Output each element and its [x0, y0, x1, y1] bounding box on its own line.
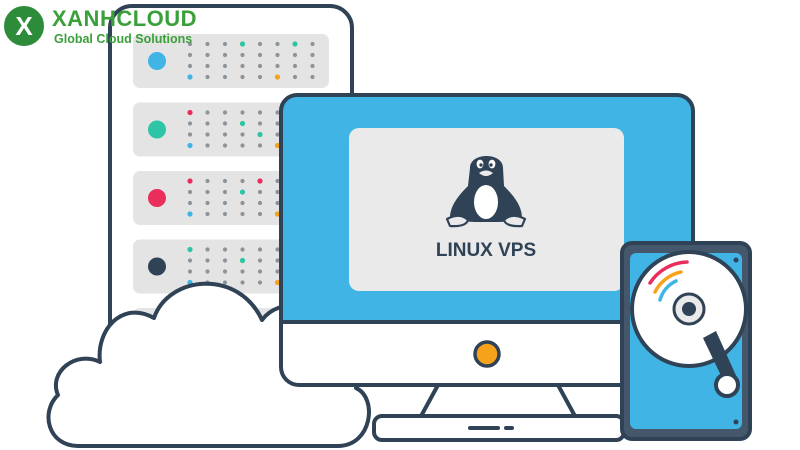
- hard-disk-icon: [620, 241, 752, 441]
- x-logo-icon: X: [2, 4, 46, 48]
- server-unit: [133, 34, 329, 88]
- server-status-led: [148, 189, 166, 207]
- server-status-led: [148, 52, 166, 70]
- screen-label: LINUX VPS: [436, 240, 536, 261]
- tux-penguin-icon: [445, 156, 527, 228]
- brand-tagline: Global Cloud Solutions: [54, 32, 193, 46]
- brand-logo: X XANHCLOUD Global Cloud Solutions: [2, 4, 232, 48]
- server-status-led: [148, 257, 166, 276]
- brand-name: XANHCLOUD: [52, 6, 198, 31]
- server-status-led: [148, 120, 166, 139]
- power-button: [473, 340, 501, 368]
